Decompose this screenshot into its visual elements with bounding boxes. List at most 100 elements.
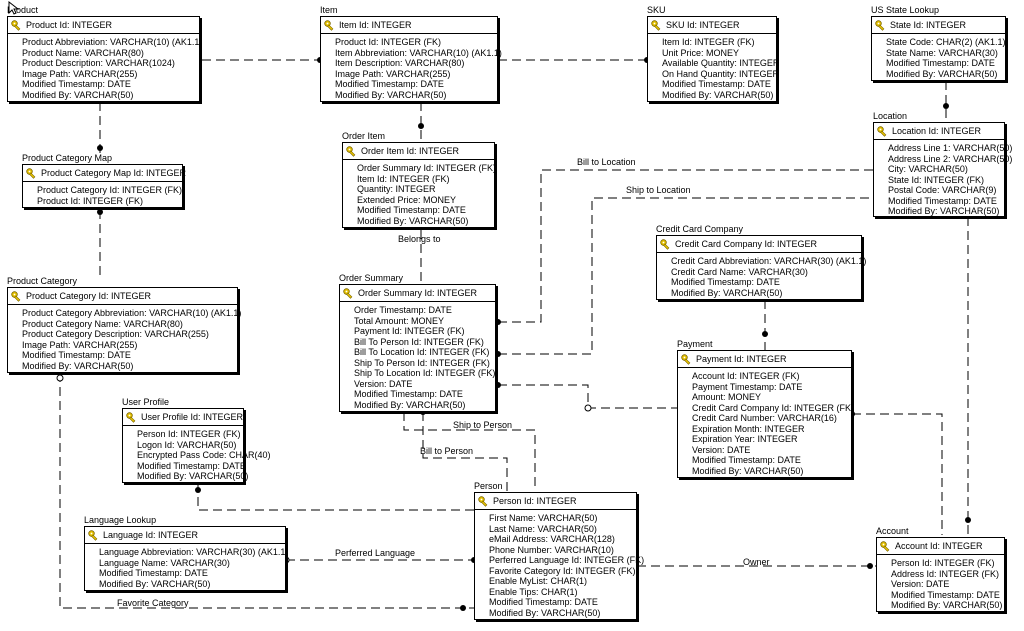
rel-pc-pcm[interactable] — [97, 209, 103, 276]
primary-key-label: Order Item Id: INTEGER — [361, 146, 460, 156]
cardinality-dot — [97, 209, 103, 215]
attribute-row: Credit Card Abbreviation: VARCHAR(30) (A… — [671, 256, 867, 266]
primary-key-label: Location Id: INTEGER — [892, 126, 982, 136]
primary-key-label: User Profile Id: INTEGER — [141, 412, 244, 422]
rel-location-account[interactable] — [965, 217, 971, 535]
rel-label-ship-to-person: Ship to Person — [453, 420, 513, 430]
rel-pc-person[interactable] — [56, 373, 474, 611]
entity-title: Language Lookup — [84, 515, 157, 525]
attribute-row: Account Id: INTEGER (FK) — [692, 371, 800, 381]
rel-payment-account[interactable] — [849, 411, 943, 535]
attribute-row: Amount: MONEY — [692, 392, 762, 402]
key-icon — [875, 19, 886, 31]
rel-item-sku[interactable] — [498, 57, 650, 63]
optional-diamond — [56, 374, 64, 382]
mouse-pointer-icon — [8, 1, 20, 15]
rel-person-userprofile[interactable] — [195, 483, 474, 511]
entity-title: Person — [474, 481, 503, 491]
primary-key-label: Product Category Id: INTEGER — [26, 291, 152, 301]
attribute-row: Modified Timestamp: DATE — [22, 79, 131, 89]
entity-title: SKU — [647, 5, 666, 15]
attribute-row: Modified By: VARCHAR(50) — [22, 360, 134, 371]
attribute-row: Credit Card Number: VARCHAR(16) — [692, 413, 837, 423]
primary-key-row: Product Category Map Id: INTEGER — [23, 165, 186, 182]
cardinality-dot — [867, 563, 873, 569]
rel-person-account[interactable] — [637, 563, 876, 569]
key-icon — [660, 238, 671, 250]
attribute-row: Modified By: VARCHAR(50) — [888, 206, 1000, 216]
cardinality-dot — [195, 487, 201, 493]
attribute-row: Available Quantity: INTEGER — [662, 58, 780, 68]
attribute-row: Product Description: VARCHAR(1024) — [22, 58, 175, 68]
primary-key-label: Item Id: INTEGER — [339, 20, 412, 30]
attribute-row: Modified Timestamp: DATE — [888, 195, 997, 206]
primary-key-row: Location Id: INTEGER — [874, 123, 1004, 140]
attribute-list: Product Abbreviation: VARCHAR(10) (AK1.1… — [8, 34, 202, 102]
rel-ship-location[interactable] — [495, 197, 873, 357]
attribute-row: Modified Timestamp: DATE — [137, 460, 246, 471]
primary-key-row: Order Item Id: INTEGER — [343, 143, 494, 160]
entity-title: Product Category Map — [22, 153, 113, 163]
attribute-row: Total Amount: MONEY — [354, 315, 445, 326]
entity-box: SKU Id: INTEGER Item Id: INTEGER (FK)Unit… — [647, 16, 780, 102]
attribute-row: Last Name: VARCHAR(50) — [489, 523, 597, 534]
attribute-row: Credit Card Name: VARCHAR(30) — [671, 266, 808, 277]
attribute-row: Credit Card Company Id: INTEGER (FK) — [692, 402, 855, 413]
cardinality-dot — [97, 145, 103, 151]
attribute-row: Language Name: VARCHAR(30) — [99, 557, 230, 568]
primary-key-row: Order Summary Id: INTEGER — [340, 285, 495, 302]
attribute-row: Bill To Person Id: INTEGER (FK) — [354, 336, 484, 347]
attribute-row: Enable Tips: CHAR(1) — [489, 586, 578, 597]
attribute-list: Person Id: INTEGER (FK)Logon Id: VARCHAR… — [123, 426, 271, 484]
attribute-row: Modified By: VARCHAR(50) — [335, 89, 447, 100]
primary-key-label: SKU Id: INTEGER — [666, 20, 740, 30]
entity-box: Order Item Id: INTEGER Order Summary Id: … — [342, 142, 496, 228]
primary-key-row: User Profile Id: INTEGER — [123, 409, 243, 426]
rel-state-location[interactable] — [943, 81, 949, 122]
rel-product-pcm[interactable] — [97, 102, 103, 153]
rel-bill-location[interactable] — [495, 169, 873, 325]
attribute-row: eMail Address: VARCHAR(128) — [489, 534, 615, 544]
attribute-list: Credit Card Abbreviation: VARCHAR(30) (A… — [657, 253, 867, 300]
rel-product-item[interactable] — [202, 57, 323, 63]
attribute-list: Order Summary Id: INTEGER (FK)Item Id: I… — [343, 160, 496, 228]
rel-ship-person[interactable] — [403, 412, 536, 491]
attribute-row: Person Id: INTEGER (FK) — [891, 558, 995, 568]
rel-os-payment[interactable] — [495, 382, 677, 412]
primary-key-label: Payment Id: INTEGER — [696, 354, 787, 364]
primary-key-label: Credit Card Company Id: INTEGER — [675, 239, 818, 249]
attribute-row: Modified Timestamp: DATE — [886, 58, 995, 68]
attribute-row: Address Line 2: VARCHAR(50) — [888, 153, 1013, 164]
entity-title: Location — [873, 111, 908, 121]
attribute-row: Order Timestamp: DATE — [354, 305, 452, 315]
primary-key-label: Product Category Map Id: INTEGER — [41, 168, 187, 178]
rel-label-bill-to-location: Bill to Location — [577, 157, 636, 167]
primary-key-row: Language Id: INTEGER — [85, 527, 285, 544]
primary-key-row: Product Category Id: INTEGER — [8, 288, 237, 305]
rel-label-ship-to-location: Ship to Location — [626, 185, 691, 195]
rel-ccc-payment[interactable] — [762, 300, 768, 350]
attribute-row: Ship To Location Id: INTEGER (FK) — [354, 368, 496, 378]
primary-key-row: Credit Card Company Id: INTEGER — [657, 236, 861, 253]
attribute-row: Image Path: VARCHAR(255) — [22, 339, 138, 350]
rel-item-orderitem[interactable] — [418, 102, 424, 140]
attribute-row: City: VARCHAR(50) — [888, 164, 968, 174]
attribute-row: Bill To Location Id: INTEGER (FK) — [354, 347, 490, 357]
